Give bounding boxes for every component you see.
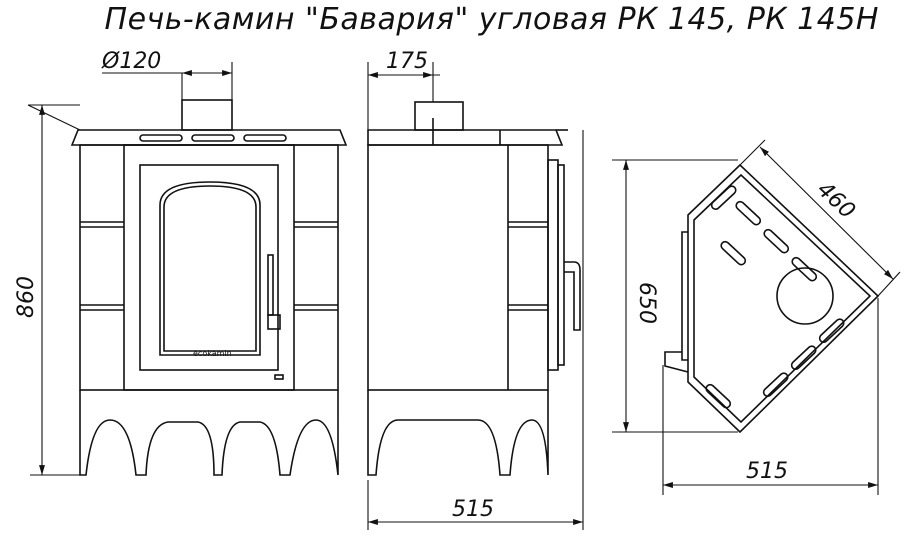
front-legs <box>79 390 339 476</box>
dim-height: 860 <box>14 276 39 318</box>
front-top-vent-mid <box>191 134 235 142</box>
side-legs <box>367 390 549 476</box>
dim-pipe-diameter: Ø120 <box>101 49 161 74</box>
front-door-handle <box>267 254 274 316</box>
side-door-handle <box>564 261 581 331</box>
front-top-vent-left <box>139 134 183 142</box>
side-view <box>367 101 581 476</box>
front-door-latch <box>267 314 281 330</box>
door-logo: ecokamin <box>193 349 232 358</box>
drawing-title: Печь-камин "Бавария" угловая РК 145, РК … <box>104 2 879 37</box>
side-body <box>367 144 549 391</box>
front-view <box>70 99 348 476</box>
top-outline <box>687 163 880 434</box>
front-top-plate <box>70 129 348 146</box>
front-center-panel <box>123 144 295 391</box>
dim-corner-side: 460 <box>812 177 860 224</box>
dimension-lines <box>27 62 901 530</box>
dim-corner-depth: 650 <box>634 282 659 324</box>
front-top-vent-right <box>243 134 287 142</box>
side-top-plate <box>367 129 564 146</box>
front-door-frame <box>139 164 279 371</box>
front-chimney-pipe <box>181 99 233 131</box>
dim-corner-width: 515 <box>746 459 788 484</box>
front-door-glass <box>159 181 261 356</box>
dim-pipe-offset: 175 <box>386 49 428 74</box>
dim-side-width: 515 <box>452 497 494 522</box>
side-door-profile <box>547 159 559 371</box>
side-chimney-pipe <box>414 101 464 131</box>
